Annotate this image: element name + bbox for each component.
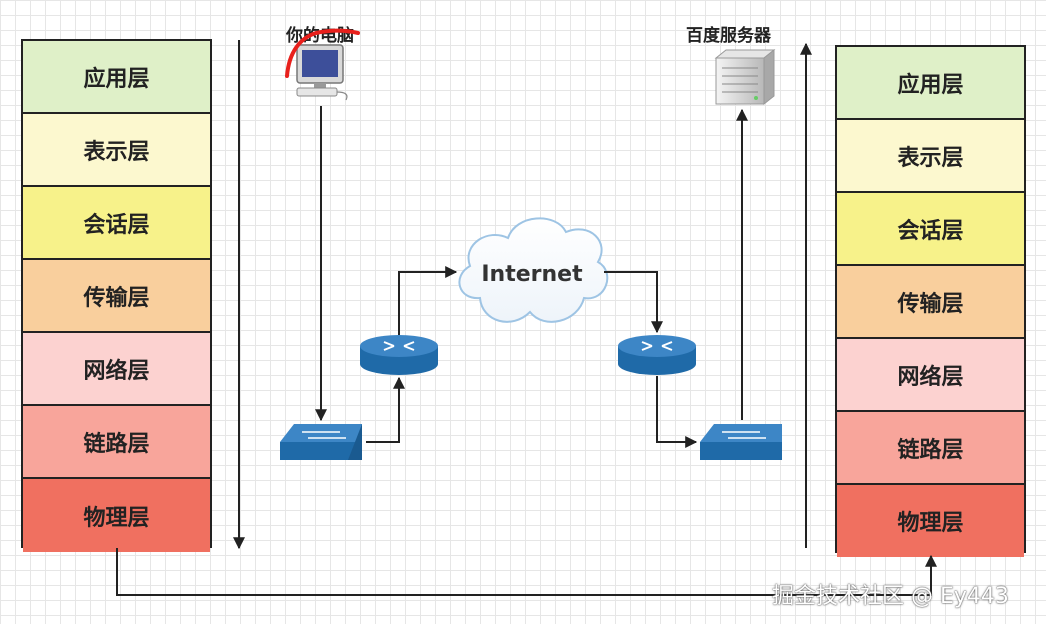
right-layer-physical: 物理层 [837,485,1024,557]
left-layer-transport: 传输层 [23,260,210,333]
right-layer-session: 会话层 [837,193,1024,266]
right-switch-icon [700,424,782,460]
right-layer-presentation: 表示层 [837,120,1024,193]
red-annotation-mark [285,28,360,78]
wire-router-to-switch [656,376,698,448]
left-switch-icon [280,424,362,460]
left-layer-network: 网络层 [23,333,210,406]
right-router-icon [618,335,696,375]
internet-label: Internet [481,262,583,287]
left-layer-session: 会话层 [23,187,210,260]
right-layer-link: 链路层 [837,412,1024,485]
baidu-server-label: 百度服务器 [686,26,771,46]
right-layer-application: 应用层 [837,47,1024,120]
left-layer-physical: 物理层 [23,479,210,552]
right-osi-stack: 应用层 表示层 会话层 传输层 网络层 链路层 物理层 [835,45,1026,557]
left-layer-link: 链路层 [23,406,210,479]
left-layer-application: 应用层 [23,41,210,114]
server-icon [714,48,776,106]
computer-icon [296,44,348,101]
wire-internet-to-router [604,271,663,334]
physical-link-bottom [116,548,937,596]
right-layer-network: 网络层 [837,339,1024,412]
left-osi-stack: 应用层 表示层 会话层 传输层 网络层 链路层 物理层 [21,39,212,552]
watermark-text: 掘金技术社区 @ Ey443 [772,584,1009,609]
internet-cloud-icon [458,217,609,323]
left-router-icon [360,335,438,375]
wire-switch-to-router [366,376,405,443]
left-layer-presentation: 表示层 [23,114,210,187]
wire-router-to-internet [398,266,458,335]
right-layer-transport: 传输层 [837,266,1024,339]
